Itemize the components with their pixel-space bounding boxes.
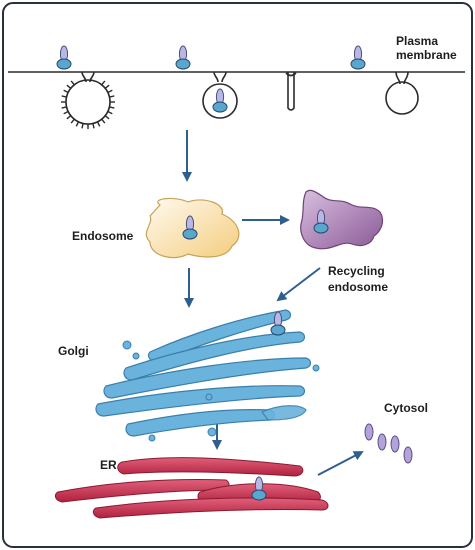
arrow-recycling-to-golgi [276, 267, 321, 302]
coat-spike [104, 84, 110, 89]
coat-spike [70, 80, 75, 86]
coat-spike [92, 123, 95, 129]
label-cytosol: Cytosol [384, 401, 428, 415]
coat-spike [75, 121, 80, 127]
golgi-apparatus [95, 309, 312, 437]
endosome [145, 197, 240, 259]
coat-spike [66, 84, 72, 89]
label-plasma-membrane-2: membrane [396, 48, 457, 62]
coat-spike [61, 95, 67, 98]
clathrin-coat [61, 80, 115, 129]
coat-spike [109, 95, 115, 98]
arrow-er-to-cytosol [317, 451, 364, 476]
coat-spike [63, 89, 69, 94]
coat-spike [107, 110, 113, 115]
coat-spike [104, 115, 110, 120]
coat-spike [96, 121, 101, 127]
cytosol-proteins [364, 423, 413, 464]
label-plasma-membrane-1: Plasma [396, 34, 438, 48]
coat-spike [109, 106, 115, 109]
coat-spike [70, 118, 75, 124]
label-recycling-1: Recycling [328, 264, 385, 278]
label-endosome: Endosome [72, 229, 134, 243]
pathway-arrows [182, 130, 364, 476]
coat-spike [63, 110, 69, 115]
label-er: ER [100, 458, 117, 472]
coat-spike [81, 123, 84, 129]
coat-spike [61, 106, 67, 109]
label-recycling-2: endosome [328, 280, 388, 294]
coat-spike [107, 89, 113, 94]
recycling-endosome [300, 189, 384, 250]
golgi-vesicles [122, 340, 320, 442]
coat-spike [101, 80, 106, 86]
coat-spike [101, 118, 106, 124]
label-golgi: Golgi [58, 344, 89, 358]
plasma-membrane [8, 71, 465, 125]
coat-spike [66, 115, 72, 120]
